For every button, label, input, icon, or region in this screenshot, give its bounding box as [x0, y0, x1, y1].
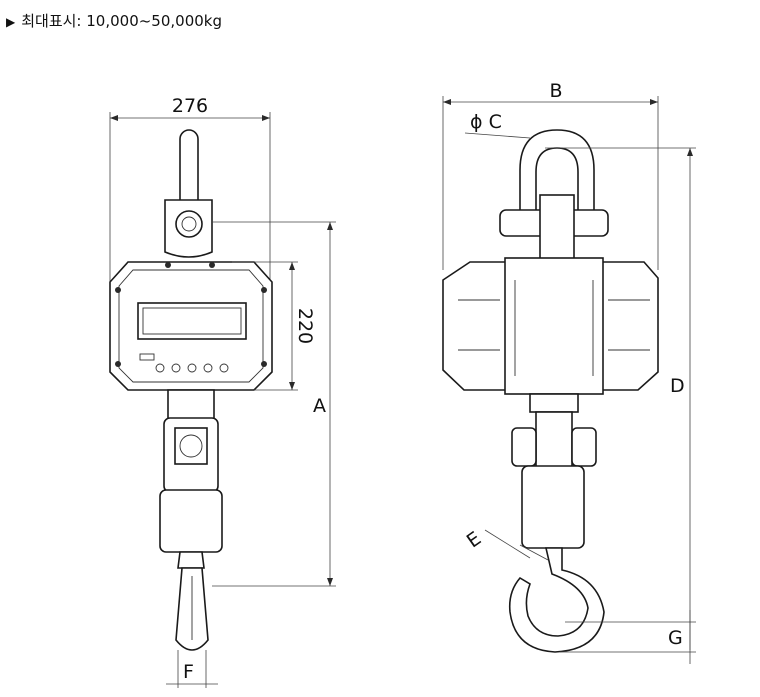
front-body-inner-frame [118, 269, 264, 383]
arrow-left-icon [443, 99, 451, 105]
arrow-up-icon [687, 148, 693, 156]
front-corner-screws [115, 262, 267, 367]
front-button-1 [155, 363, 165, 373]
front-button-5 [219, 363, 229, 373]
arrow-down-icon [289, 382, 295, 390]
screw-icon [209, 262, 215, 268]
spec-caption: ▶ 최대표시: 10,000~50,000kg [6, 10, 222, 31]
hook-width-label: F [183, 661, 194, 683]
arrow-left-icon [110, 115, 118, 121]
side-swivel-plate [539, 194, 575, 266]
shackle-diameter-label: ϕ C [470, 111, 502, 133]
front-swivel-bolt [175, 210, 203, 238]
front-button-3 [187, 363, 197, 373]
front-neck [167, 389, 215, 421]
front-hook-housing [159, 489, 223, 553]
screw-icon [261, 361, 267, 367]
front-nut-hole [179, 434, 203, 458]
side-view: B ϕ C D G E [442, 80, 696, 664]
arrow-up-icon [289, 262, 295, 270]
side-body-center [504, 257, 604, 395]
throat-label: E [463, 528, 485, 553]
front-display-inner [142, 307, 242, 335]
side-overall-label: D [670, 375, 685, 397]
bottom-dimension-label: G [668, 627, 683, 649]
side-nut-right [571, 427, 597, 467]
shackle-leader-line [464, 132, 531, 139]
side-neck [529, 393, 579, 413]
screw-icon [165, 262, 171, 268]
arrow-down-icon [327, 578, 333, 586]
side-width-label: B [549, 80, 562, 102]
front-button-2 [171, 363, 181, 373]
spec-caption-text: 최대표시: 10,000~50,000kg [21, 12, 223, 30]
triangle-bullet-icon: ▶ [6, 15, 16, 29]
throat-extension [519, 544, 549, 561]
front-swivel-bolt-inner [181, 216, 197, 232]
side-swivel-stem [535, 411, 573, 473]
front-buttons [139, 353, 229, 373]
side-nut-left [511, 427, 537, 467]
front-width-label: 276 [172, 95, 208, 117]
arrow-right-icon [262, 115, 270, 121]
front-button-4 [203, 363, 213, 373]
front-height-label: 220 [294, 308, 316, 344]
front-hook-swivel [177, 551, 205, 569]
screw-icon [261, 287, 267, 293]
front-view: 276 220 [109, 95, 336, 688]
side-hook-housing [521, 465, 585, 549]
front-display-window [137, 302, 247, 340]
arrow-right-icon [650, 99, 658, 105]
side-hook [508, 547, 605, 653]
front-indicator-strip [139, 353, 155, 361]
overall-height-label: A [313, 395, 326, 417]
throat-dimension-line [484, 529, 531, 559]
screw-icon [115, 361, 121, 367]
screw-icon [115, 287, 121, 293]
arrow-up-icon [327, 222, 333, 230]
